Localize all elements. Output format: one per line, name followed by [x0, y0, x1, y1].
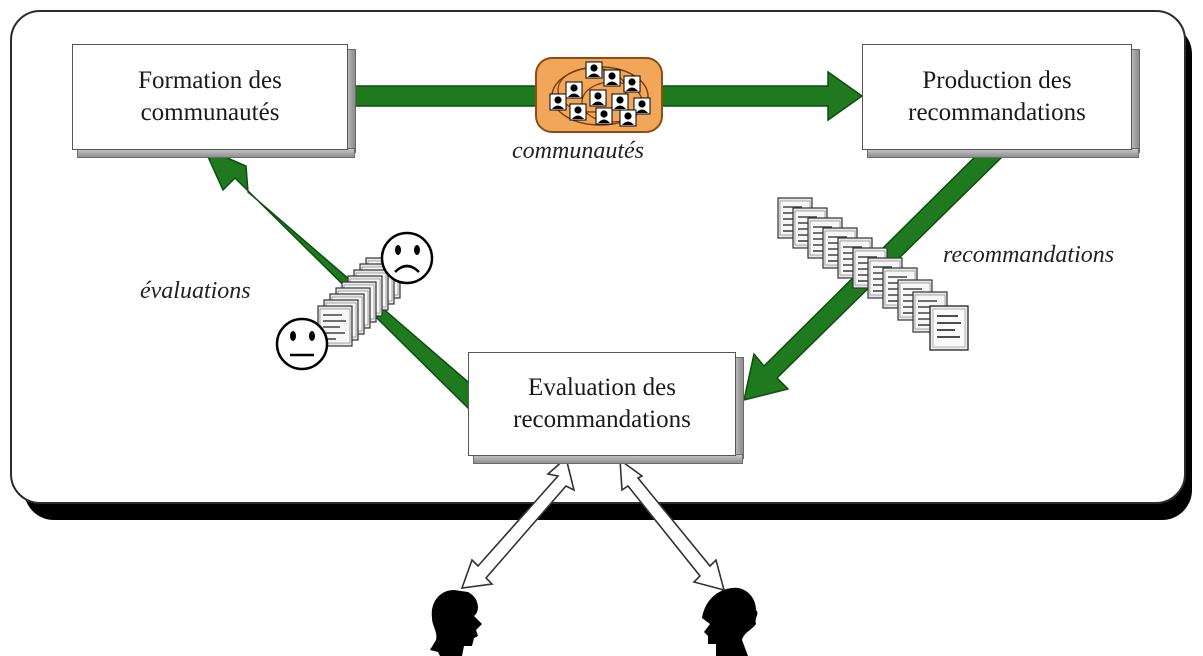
person-silhouette-icon	[702, 587, 758, 656]
arrow-evaluation-to-formation	[202, 146, 484, 410]
person-silhouette-icon	[430, 590, 482, 656]
community-cluster-icon	[535, 57, 663, 133]
sad-face-icon	[380, 231, 434, 285]
node-formation-label: Formation des communautés	[72, 44, 348, 150]
node-evaluation: Evaluation des recommandations	[468, 352, 748, 468]
label-evaluations: évaluations	[140, 278, 251, 304]
user-link-arrow-right	[619, 458, 726, 592]
user-link-arrow-left	[460, 456, 576, 589]
node-production-label: Production des recommandations	[862, 44, 1132, 150]
node-evaluation-label: Evaluation des recommandations	[468, 352, 736, 456]
node-production: Production des recommandations	[862, 44, 1144, 162]
neutral-face-icon	[275, 317, 329, 371]
label-recommendations: recommandations	[943, 242, 1115, 268]
node-formation: Formation des communautés	[72, 44, 360, 162]
label-communities: communautés	[512, 138, 644, 164]
